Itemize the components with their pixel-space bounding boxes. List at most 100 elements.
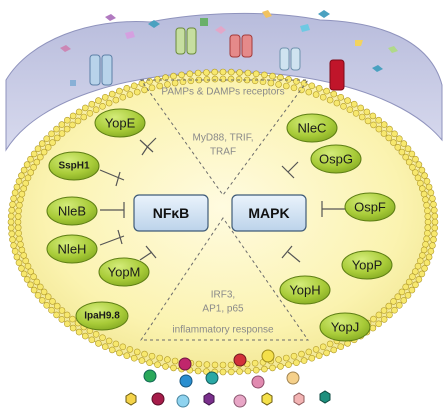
triangle-bottom-text-1: IRF3, [211,290,235,301]
lipid-head [99,334,106,342]
lipid-head [386,311,393,319]
lipid-head [312,346,320,353]
lipid-head [319,343,327,351]
lipid-head [116,349,123,357]
lipid-head [27,268,35,275]
lipid-head [375,320,383,328]
lipid-head [370,315,377,323]
svg-text:SspH1: SspH1 [58,161,90,172]
lipid-head [277,363,284,370]
lipid-head [423,201,430,209]
inhibit-ospf [321,201,345,217]
molecule-lightpink [233,394,247,408]
lipid-head [63,125,71,133]
lipid-head [44,293,52,301]
lipid-head [20,166,28,174]
lipid-head [211,361,219,369]
lipid-head [30,164,37,171]
lipid-head [424,218,432,226]
lipid-head [99,103,106,110]
lipid-head [398,288,406,296]
lipid-head [34,291,42,299]
lipid-head [267,79,275,87]
svg-text:YopP: YopP [352,258,383,273]
lipid-head [412,155,419,163]
lipid-head [156,354,163,362]
svg-text:NleH: NleH [58,242,87,257]
lipid-head [203,69,210,76]
lipid-head [40,288,48,296]
lipid-head [164,356,171,363]
lipid-head [69,121,76,129]
molecule-red [233,353,247,367]
lipid-head [424,224,432,231]
lipid-head [14,224,22,231]
lipid-head [195,360,203,368]
lipid-head [219,68,227,76]
lipid-head [290,84,298,92]
lipid-head [430,230,438,238]
lipid-head [358,113,366,121]
molecule-peach [286,371,300,385]
lipid-head [375,116,383,124]
lipid-head [385,302,393,310]
lipid-head [211,75,219,83]
lipid-head [300,357,308,364]
lipid-head [20,270,28,278]
effectors-right: NleC OspG OspF YopP YopH YopJ [279,113,396,342]
mapk-label: MAPK [248,205,289,221]
lipid-head [251,359,259,367]
inhibit-ssph1 [99,169,125,187]
lipid-head [95,340,102,347]
lipid-head [357,104,365,112]
lipid-head [390,298,397,305]
lipid-head [105,99,113,107]
lipid-head [43,301,51,309]
effector-ssph1: SspH1 [48,151,100,181]
lipid-head [350,100,358,108]
lipid-head [421,172,428,179]
lipid-head [17,241,24,248]
lipid-head [92,330,100,338]
lipid-head [48,306,55,314]
lipid-head [13,183,21,191]
effector-ospf: OspF [344,192,396,222]
lipid-head [330,90,338,98]
lipid-head [11,248,19,255]
lipid-head [148,352,156,360]
lipid-head [15,207,22,215]
lipid-head [409,164,416,171]
effector-yoph: YopH [279,275,331,305]
effectors-left: YopE SspH1 NleB NleH YopM IpaH9.8 [46,108,150,331]
lipid-head [171,79,179,87]
lipid-head [430,206,438,214]
inhibit-nleh [99,229,125,246]
inflammatory-response-triangle [140,217,309,341]
lipid-head [146,78,153,85]
lipid-head [130,82,138,90]
lipid-head [126,91,134,98]
molecule-magenta [178,357,192,371]
lipid-head [9,236,16,243]
lipid-head [293,78,300,85]
molecule-blue [179,374,193,388]
molecule-crimson [151,392,165,406]
lipid-head [375,311,383,319]
lipid-head [18,246,26,254]
lipid-head [108,90,116,98]
svg-text:YopE: YopE [105,116,136,131]
lipid-head [369,324,377,332]
membrane-receptors [60,10,398,91]
lipid-head [308,354,316,362]
lipid-head [323,87,330,95]
lipid-head [101,94,109,101]
lipid-head [9,201,16,208]
lipid-head [15,229,22,237]
lipid-head [86,110,94,117]
lipid-head [431,224,439,232]
lipid-head [75,108,83,116]
lipid-head [27,169,35,176]
lipid-head [398,148,406,156]
lipid-head [23,276,31,283]
triangle-top-text-2: TRAF [210,147,236,158]
